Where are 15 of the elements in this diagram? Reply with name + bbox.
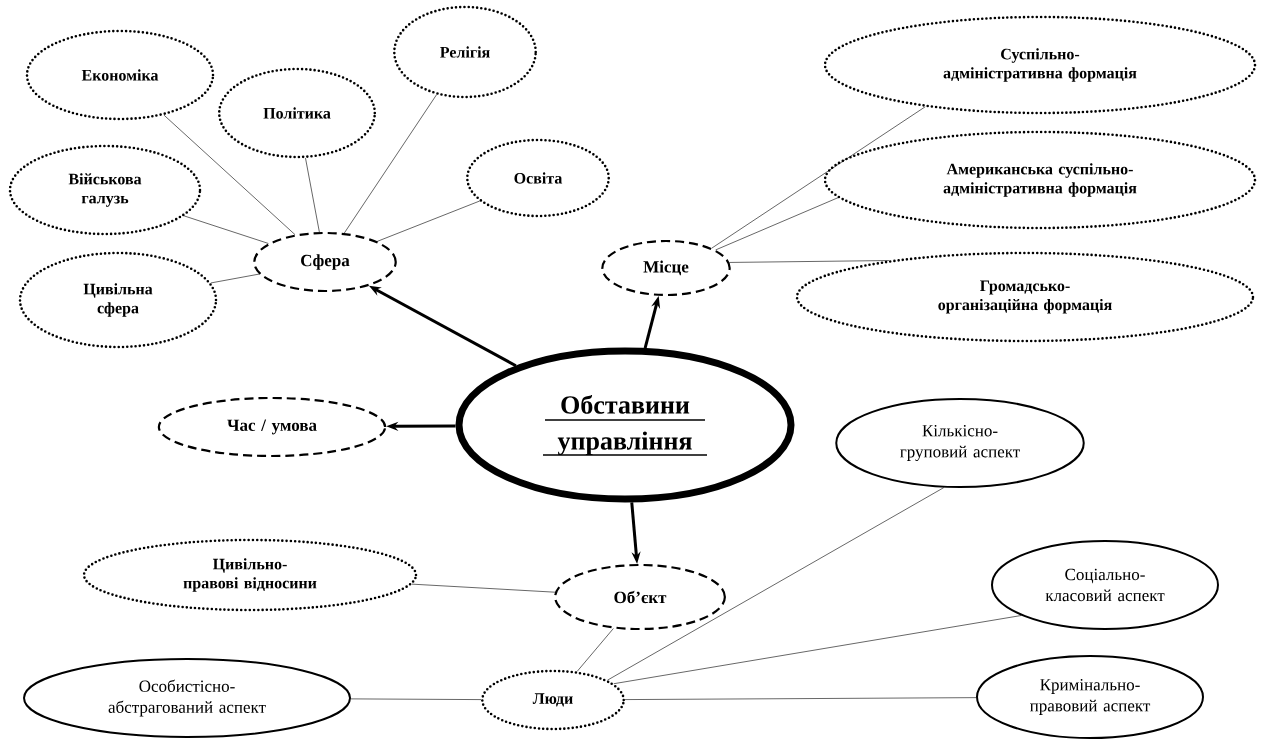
connector-line xyxy=(305,157,320,233)
connector-line xyxy=(344,94,437,234)
connector-line xyxy=(210,273,260,284)
connector-line xyxy=(350,698,482,700)
connector-line xyxy=(607,487,945,681)
connector-line xyxy=(576,628,614,672)
connector-line xyxy=(624,697,977,700)
connector-line xyxy=(711,106,926,249)
connector-line xyxy=(715,197,839,251)
connector-line xyxy=(163,114,296,235)
connector-line xyxy=(613,615,1022,684)
connector-line xyxy=(411,583,556,593)
connector-line xyxy=(183,215,269,244)
connector-line xyxy=(729,260,890,263)
connector-line xyxy=(377,200,480,242)
